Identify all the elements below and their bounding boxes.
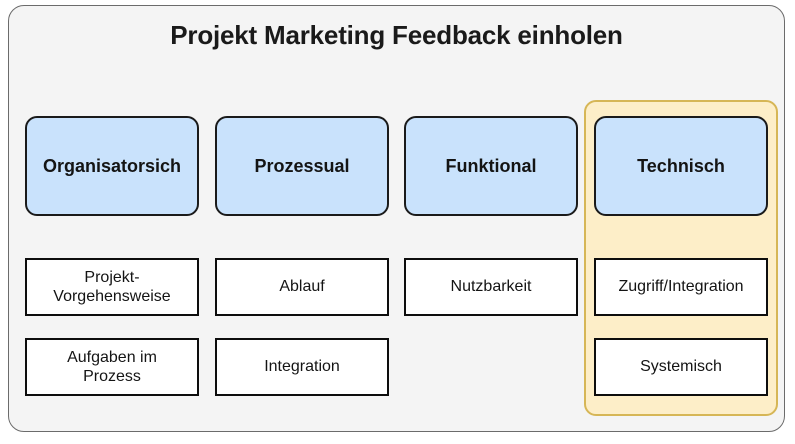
item-box[interactable]: Ablauf	[215, 258, 389, 316]
column-header-funktional[interactable]: Funktional	[404, 116, 578, 216]
item-box[interactable]: Aufgaben im Prozess	[25, 338, 199, 396]
item-box-label: Zugriff/Integration	[618, 278, 744, 296]
item-box-label: Ablauf	[279, 278, 325, 296]
column-header-organisatorsich[interactable]: Organisatorsich	[25, 116, 199, 216]
item-box-label: Systemisch	[640, 358, 722, 376]
item-box-label: Aufgaben im Prozess	[67, 348, 157, 385]
column-header-label: Prozessual	[254, 155, 350, 176]
item-box[interactable]: Systemisch	[594, 338, 768, 396]
column-header-label: Funktional	[445, 155, 537, 176]
column-header-label: Technisch	[637, 155, 725, 176]
item-box-label: Projekt- Vorgehensweise	[53, 268, 171, 305]
item-box-label: Nutzbarkeit	[450, 278, 532, 296]
page-title: Projekt Marketing Feedback einholen	[170, 20, 623, 50]
item-box-label: Integration	[264, 358, 340, 376]
item-box[interactable]: Zugriff/Integration	[594, 258, 768, 316]
item-box[interactable]: Integration	[215, 338, 389, 396]
item-box[interactable]: Nutzbarkeit	[404, 258, 578, 316]
column-header-label: Organisatorsich	[42, 155, 182, 176]
column-header-prozessual[interactable]: Prozessual	[215, 116, 389, 216]
item-box[interactable]: Projekt- Vorgehensweise	[25, 258, 199, 316]
column-header-technisch[interactable]: Technisch	[594, 116, 768, 216]
